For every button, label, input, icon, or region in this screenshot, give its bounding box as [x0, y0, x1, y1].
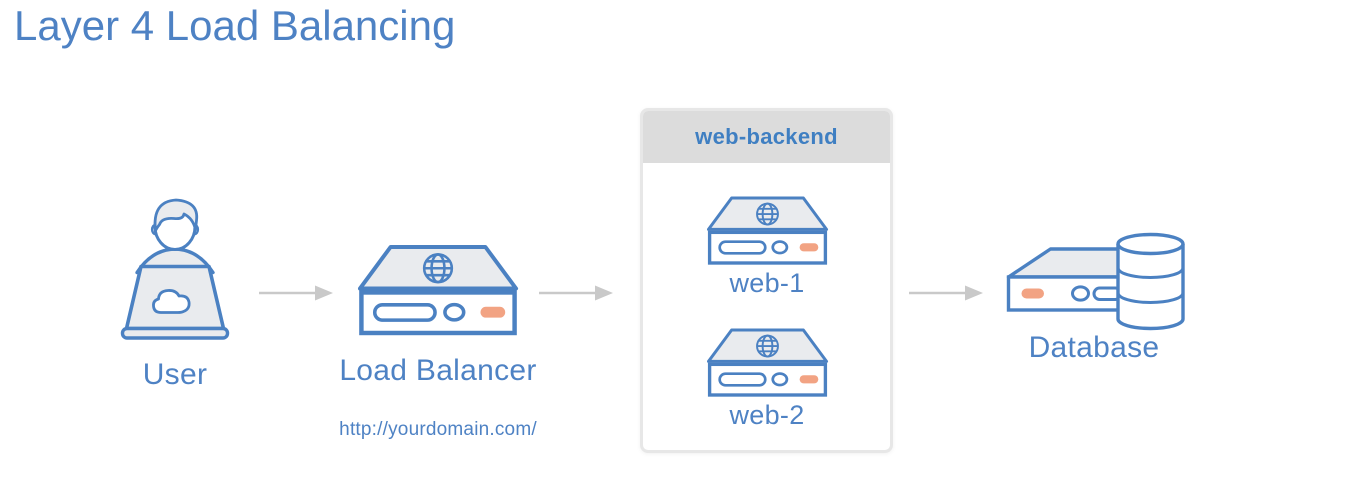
database-icon — [1001, 227, 1187, 335]
load-balancer-node: Load Balancer http://yourdomain.com/ — [339, 243, 537, 441]
web-1-label: web-1 — [729, 268, 805, 298]
user-label: User — [142, 358, 208, 391]
load-balancer-label: Load Balancer — [339, 354, 537, 387]
web-backend-header: web-backend — [643, 111, 890, 163]
user-icon — [110, 186, 240, 352]
user-node: User — [98, 186, 252, 392]
database-label: Database — [1028, 331, 1160, 364]
web-2-label: web-2 — [729, 400, 805, 430]
load-balancer-icon — [354, 243, 522, 337]
arrow-user-to-loadbalancer-icon — [258, 284, 334, 302]
web-2-node: web-2 — [701, 327, 833, 431]
web-2-server-icon — [704, 327, 831, 398]
web-1-server-icon — [704, 195, 831, 266]
arrow-loadbalancer-to-backend-icon — [538, 284, 614, 302]
diagram-title: Layer 4 Load Balancing — [14, 2, 456, 49]
load-balancer-url: http://yourdomain.com/ — [339, 419, 537, 440]
web-backend-label: web-backend — [695, 124, 838, 149]
database-node: Database — [998, 227, 1190, 365]
arrow-backend-to-database-icon — [908, 284, 984, 302]
web-1-node: web-1 — [701, 195, 833, 299]
